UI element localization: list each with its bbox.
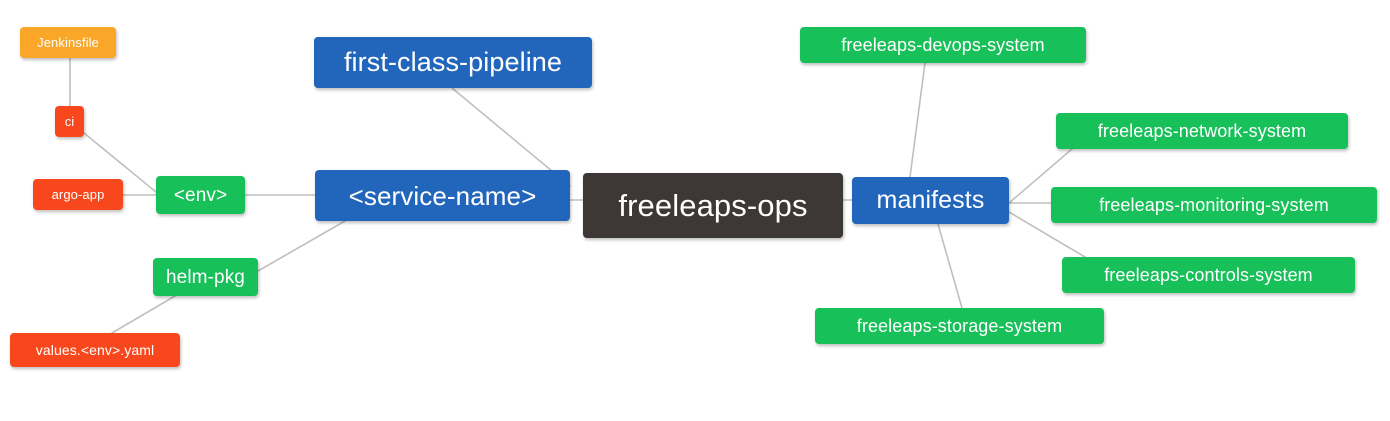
node-ci[interactable]: ci [55,106,84,137]
node-env[interactable]: <env> [156,176,245,214]
node-devops-sys[interactable]: freeleaps-devops-system [800,27,1086,63]
node-jenkinsfile[interactable]: Jenkinsfile [20,27,116,58]
node-values-yaml[interactable]: values.<env>.yaml [10,333,180,367]
node-monitoring-sys[interactable]: freeleaps-monitoring-system [1051,187,1377,223]
node-pipeline[interactable]: first-class-pipeline [314,37,592,88]
edge-manifests-to-devops-sys [909,62,926,178]
node-storage-sys[interactable]: freeleaps-storage-system [815,308,1104,344]
node-helm-pkg[interactable]: helm-pkg [153,258,258,296]
node-freeleaps-ops[interactable]: freeleaps-ops [583,173,843,238]
edge-helm-pkg-to-values-yaml [111,295,176,334]
edge-manifests-to-storage-sys [937,223,963,309]
node-argo-app[interactable]: argo-app [33,179,123,210]
node-network-sys[interactable]: freeleaps-network-system [1056,113,1348,149]
node-service-name[interactable]: <service-name> [315,170,570,221]
edge-service-name-to-helm-pkg [257,220,346,272]
node-manifests[interactable]: manifests [852,177,1009,224]
node-controls-sys[interactable]: freeleaps-controls-system [1062,257,1355,293]
